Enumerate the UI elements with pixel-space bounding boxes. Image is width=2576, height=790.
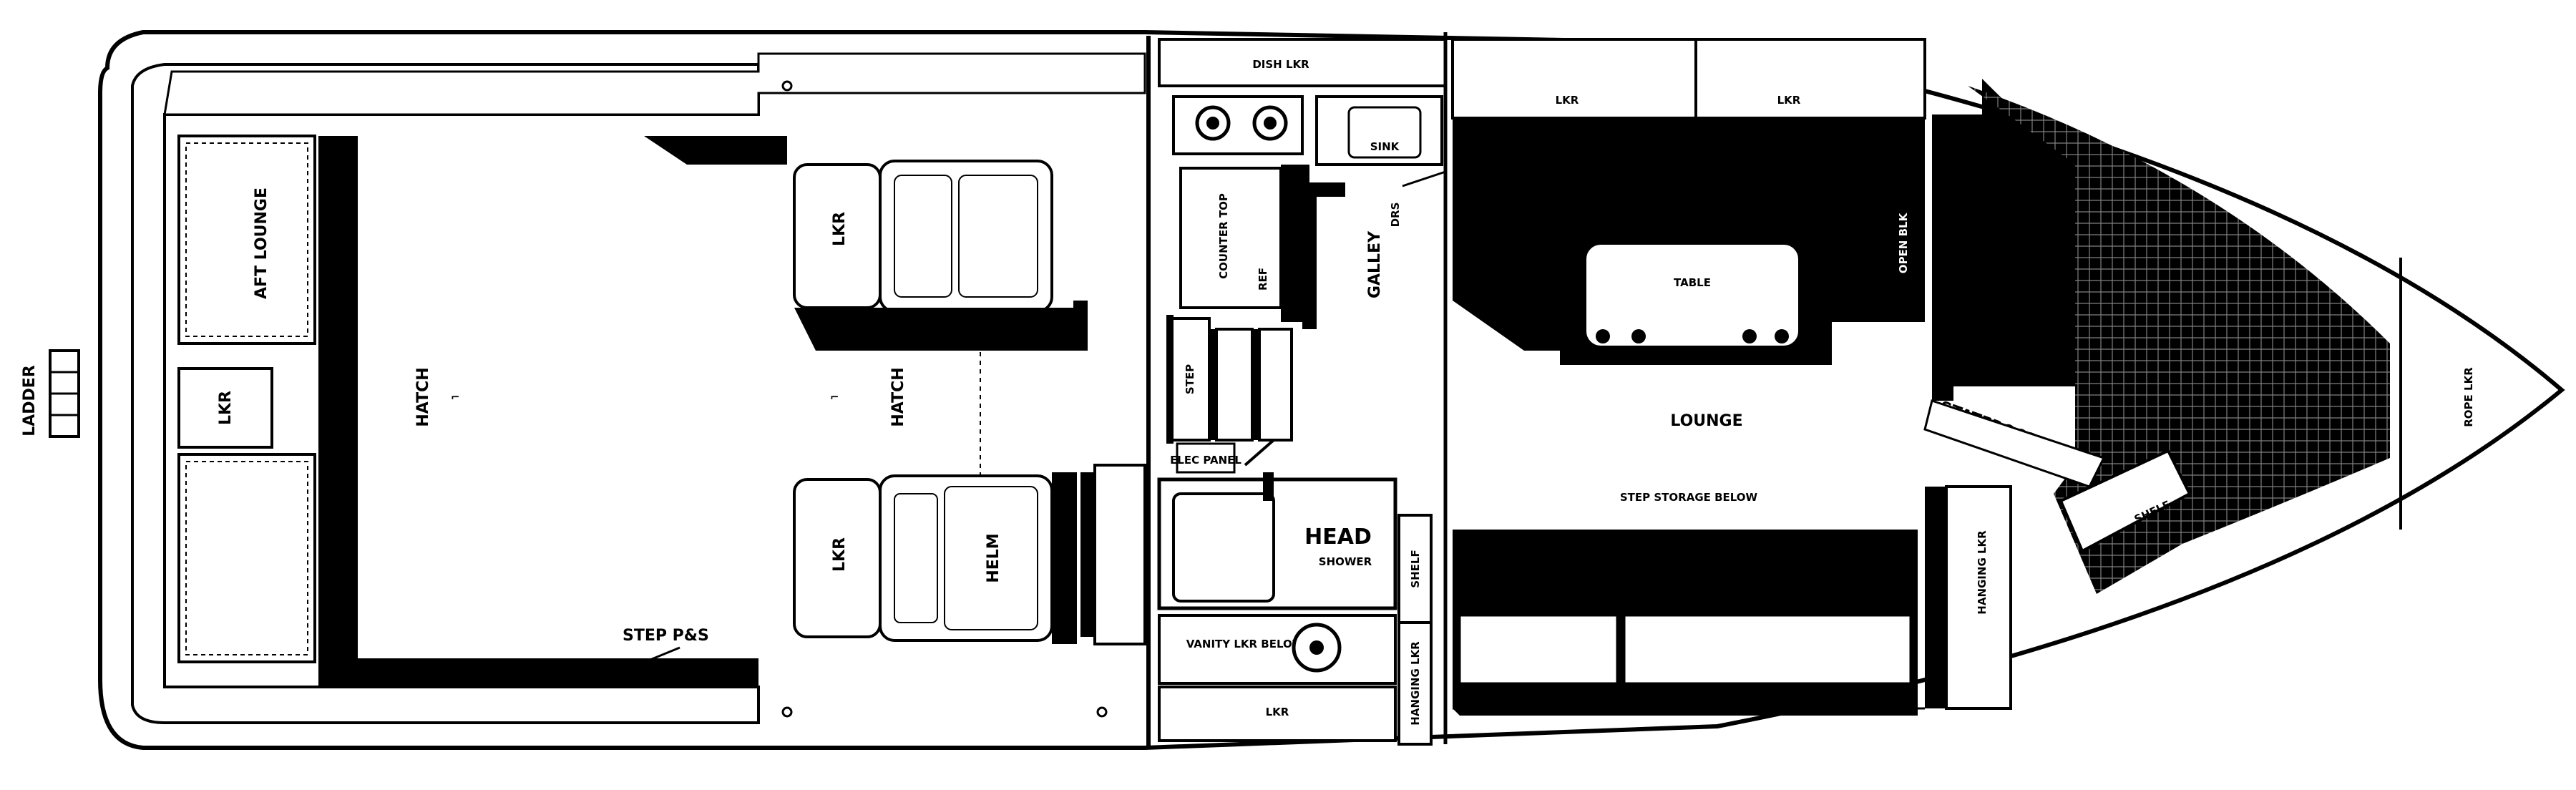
hanging-locker-head — [1397, 621, 1433, 746]
step-ps-pointer — [600, 646, 680, 681]
head-label: HEAD — [1304, 525, 1372, 550]
helm-console — [1093, 464, 1146, 645]
step-label-galley: STEP — [1184, 364, 1196, 394]
locker-upper-helm-label: LKR — [831, 212, 849, 246]
locker-salon-2 — [1694, 38, 1926, 120]
companionway-step-3[interactable] — [1258, 328, 1293, 442]
locker-salon-2-label: LKR — [1777, 94, 1801, 107]
dish-locker-label: DISH LKR — [1252, 58, 1309, 71]
dinette-lounge — [1453, 118, 1925, 365]
counter-top-label: COUNTER TOP — [1217, 193, 1230, 279]
shower-label: SHOWER — [1319, 555, 1372, 568]
vanity — [1158, 614, 1397, 685]
locker-salon-1 — [1451, 38, 1697, 120]
shelf-stateroom — [2059, 449, 2192, 553]
locker-bottom-galley — [1158, 686, 1397, 742]
hatch-handle-aft: ⌐ — [451, 391, 460, 404]
elec-panel-label: ELEC PANEL — [1170, 454, 1241, 467]
dish-locker — [1158, 38, 1447, 87]
aft-lounge-label: AFT LOUNGE — [253, 187, 270, 299]
cockpit-coaming — [163, 52, 1146, 116]
dinette-table — [1584, 242, 1801, 348]
lounge-label: LOUNGE — [1670, 412, 1742, 430]
hatch-label-aft: HATCH — [414, 367, 432, 426]
table-label: TABLE — [1674, 276, 1711, 289]
locker-salon-1-label: LKR — [1556, 94, 1579, 107]
shelf-head-label: SHELF — [1409, 550, 1422, 587]
stove — [1172, 95, 1304, 155]
hatch-label-fwd: HATCH — [889, 367, 907, 426]
aft-locker-label: LKR — [217, 391, 235, 425]
aft-locker-upper — [177, 367, 273, 449]
drs-label: DRS — [1389, 203, 1402, 228]
step-storage-label: STEP STORAGE BELOW — [1620, 491, 1758, 504]
vanity-label: VANITY LKR BELOW — [1186, 638, 1304, 650]
open-blk-label: OPEN BLK — [1897, 212, 1910, 273]
sink-label: SINK — [1370, 140, 1400, 153]
locker-lower-helm-label: LKR — [831, 537, 849, 572]
rope-locker-label: ROPE LKR — [2462, 367, 2475, 427]
gunwale-line — [131, 63, 760, 724]
stateroom-bulkhead — [1932, 79, 2075, 386]
ref-label: REF — [1257, 268, 1269, 291]
hanging-locker-stateroom-label: HANGING LKR — [1976, 530, 1989, 615]
ladder-label: LADDER — [21, 365, 39, 437]
companionway-step-2[interactable] — [1215, 328, 1254, 442]
v-berth — [1968, 86, 2390, 594]
aft-locker-lower — [177, 453, 316, 663]
hatch-handle-fwd: ⌐ — [830, 391, 839, 404]
galley-label: GALLEY — [1366, 230, 1384, 298]
locker-bottom-label: LKR — [1266, 706, 1289, 718]
helm-label: HELM — [985, 533, 1002, 582]
toilet — [1172, 492, 1275, 603]
step-ps-label: STEP P&S — [623, 627, 709, 645]
hanging-locker-head-label: HANGING LKR — [1409, 641, 1422, 726]
aft-lounge — [177, 135, 316, 345]
